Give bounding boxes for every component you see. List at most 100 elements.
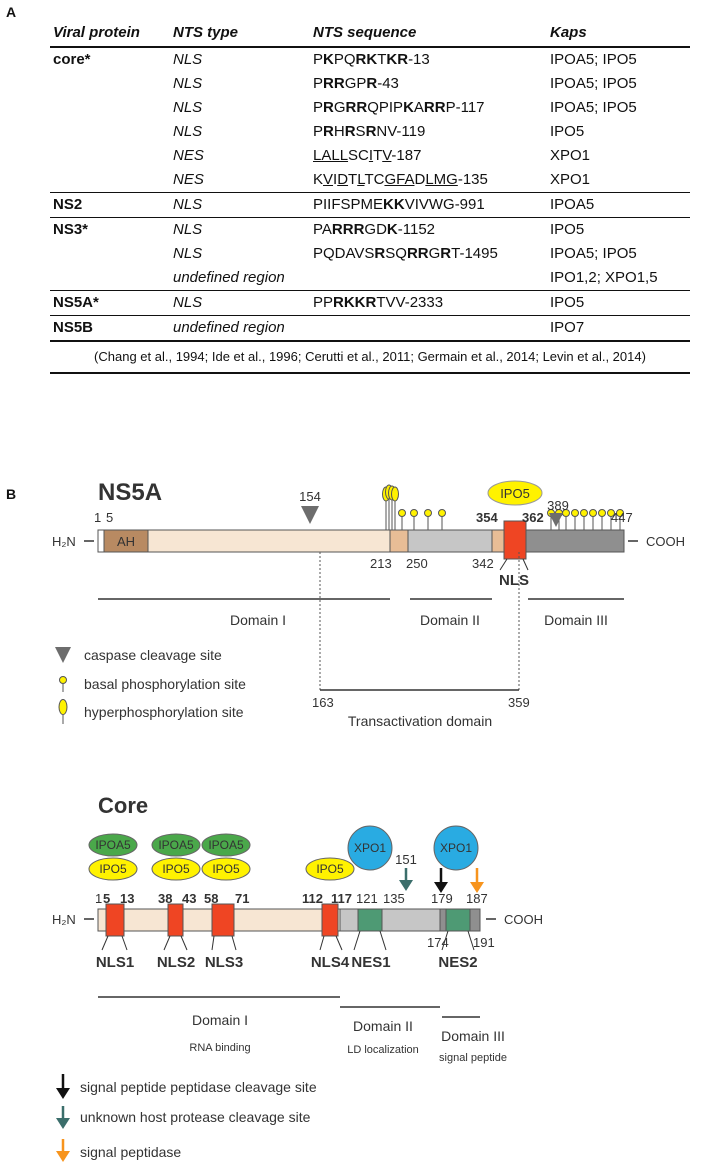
sequence-segment: P xyxy=(313,99,324,116)
sequence-segment: SQ xyxy=(385,245,407,262)
core-pos-58: 58 xyxy=(204,891,218,906)
nts-type-cell: NES xyxy=(173,147,204,164)
sequence-segment: -187 xyxy=(391,147,422,164)
nls2-label: NLS2 xyxy=(157,954,195,971)
sequence-segment: G xyxy=(428,245,441,262)
motif-pointers xyxy=(101,930,475,951)
core-domain3b-segment xyxy=(469,908,481,932)
nes2-label: NES2 xyxy=(438,954,477,971)
sequence-segment: PP xyxy=(313,294,334,311)
nts-sequence-cell: PPRKKRTVV-2333 xyxy=(313,294,443,311)
nts-sequence-cell: PRHRSRNV-119 xyxy=(313,123,425,140)
core-domain1-sub: RNA binding xyxy=(189,1042,250,1054)
sequence-segment: K xyxy=(386,221,398,238)
ns5a-title: NS5A xyxy=(98,479,162,506)
xpo1-badge-nes2 xyxy=(433,825,479,871)
sequence-segment: GD xyxy=(364,221,387,238)
nts-type-cell: NLS xyxy=(173,75,203,92)
nls4-box xyxy=(321,903,339,937)
sequence-segment: -43 xyxy=(377,75,399,92)
viral-protein-cell: NS3* xyxy=(53,221,89,238)
core-pos-13: 13 xyxy=(120,891,134,906)
panel-a-letter: A xyxy=(6,4,17,20)
sequence-segment: K xyxy=(313,171,324,188)
nls3-box xyxy=(211,903,235,937)
sequence-segment: T xyxy=(373,147,383,164)
nls2-box xyxy=(167,903,184,937)
ipo5-badge-nls4 xyxy=(305,857,355,881)
references-text: (Chang et al., 1994; Ide et al., 1996; C… xyxy=(94,349,646,364)
core-pos-174: 174 xyxy=(427,935,449,950)
ns5a-transact-label: Transactivation domain xyxy=(348,713,492,729)
core-pos-38: 38 xyxy=(158,891,172,906)
kaps-cell: IPO1,2; XPO1,5 xyxy=(550,269,658,286)
core-pos-43: 43 xyxy=(182,891,196,906)
core-kap-badges: IPOA5 IPO5 IPOA5 IPO5 IPOA5 IPO5 IPO5 XP… xyxy=(88,825,479,881)
sequence-segment: R xyxy=(374,245,386,262)
ns5a-linker1-segment xyxy=(389,529,409,553)
sequence-segment: T-1495 xyxy=(451,245,498,262)
sequence-segment: PQ xyxy=(333,51,356,68)
ns5a-pos-354: 354 xyxy=(476,510,498,525)
sequence-segment: R xyxy=(365,123,377,140)
sequence-segment: -135 xyxy=(457,171,488,188)
sequence-segment: H xyxy=(333,123,345,140)
viral-protein-cell: NS5A* xyxy=(53,294,99,311)
sequence-segment: T xyxy=(348,171,358,188)
legend-spp: signal peptide peptidase cleavage site xyxy=(80,1079,317,1095)
viral-protein-cell: NS2 xyxy=(53,196,83,213)
ns5a-domain2-label: Domain II xyxy=(420,612,480,628)
sequence-segment: S xyxy=(355,123,366,140)
ns5a-ipo5-badge xyxy=(487,480,543,506)
nts-type-cell: undefined region xyxy=(173,269,285,286)
header-nts-sequence: NTS sequence xyxy=(313,24,417,41)
basal-phosphorylation-sites-d2 xyxy=(398,509,446,530)
caspase-site-154-icon xyxy=(301,506,319,524)
ipo5-label-nls2: IPO5 xyxy=(162,862,190,876)
ns5a-pos-389: 389 xyxy=(547,498,569,513)
core-pos-191: 191 xyxy=(473,935,495,950)
nls3-label: NLS3 xyxy=(205,954,243,971)
ns5a-pos-447: 447 xyxy=(611,510,633,525)
nts-type-cell: NLS xyxy=(173,99,203,116)
core-pos-5: 5 xyxy=(103,891,110,906)
xpo1-label-nes1: XPO1 xyxy=(354,841,386,855)
basal-phosphorylation-sites-d3 xyxy=(547,509,624,530)
core-c-terminus: COOH xyxy=(504,912,543,927)
ns5a-pos-5: 5 xyxy=(106,510,113,525)
nts-sequence-cell: PRGRRQPIPKARRP-117 xyxy=(313,99,485,116)
nts-type-cell: NLS xyxy=(173,123,203,140)
nts-sequence-cell: PQDAVSRSQRRGRT-1495 xyxy=(313,245,498,262)
sequence-segment: A xyxy=(413,99,424,116)
nes2-box xyxy=(445,908,471,932)
sequence-segment: P-117 xyxy=(445,99,485,116)
sequence-segment: G xyxy=(333,99,346,116)
core-pos-135: 135 xyxy=(383,891,405,906)
sequence-segment: PIIFSPME xyxy=(313,196,384,213)
signal-peptidase-legend-icon xyxy=(56,1139,70,1162)
legend-caspase: caspase cleavage site xyxy=(84,647,222,663)
sequence-segment: TC xyxy=(364,171,385,188)
ns5a-pos-213: 213 xyxy=(370,556,392,571)
kaps-cell: XPO1 xyxy=(550,171,591,188)
sequence-segment: P xyxy=(313,123,324,140)
kaps-cell: IPOA5; IPO5 xyxy=(550,245,637,262)
sequence-segment: GP xyxy=(344,75,367,92)
kaps-cell: IPO5 xyxy=(550,294,585,311)
core-n-terminus: H₂N xyxy=(52,912,76,927)
kaps-cell: IPO5 xyxy=(550,123,585,140)
unknown-protease-arrow-icon xyxy=(399,868,413,891)
ns5a-pos-154: 154 xyxy=(299,489,321,504)
nts-sequence-cell: PARRRGDK-1152 xyxy=(313,221,435,238)
ns5a-ipo5-label: IPO5 xyxy=(500,486,530,501)
kaps-cell: IPOA5; IPO5 xyxy=(550,99,637,116)
sequence-segment: RR xyxy=(345,99,368,116)
